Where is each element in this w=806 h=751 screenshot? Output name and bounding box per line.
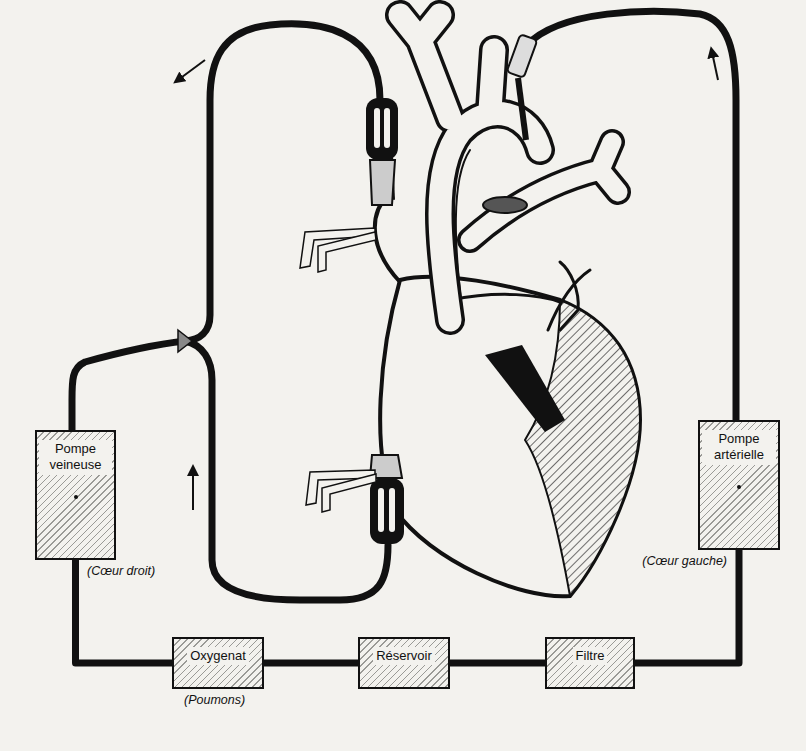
pump-box: Pompe veineuse(Cœur droit): [35, 430, 116, 560]
flow-arrow: [178, 60, 205, 80]
process-box: Réservoir: [358, 637, 450, 689]
flow-arrow: [192, 470, 194, 510]
tie-tapes: [300, 228, 376, 512]
flow-arrow: [712, 52, 718, 80]
tube-connector: [635, 550, 739, 663]
tubing: [72, 11, 736, 600]
tube-connector: [264, 660, 358, 667]
venous-y-branch: [72, 341, 185, 430]
left-ventricle-hatch: [525, 300, 640, 596]
box-label: Pompe veineuse: [39, 440, 112, 475]
process-box: Oxygenat(Poumons): [172, 637, 264, 689]
venous-cannula: [370, 455, 404, 544]
arterial-cannula: [507, 34, 538, 140]
venous-cannula: [366, 98, 398, 205]
box-label: Oxygenat: [187, 647, 249, 665]
tube-connector: [76, 560, 173, 663]
lower-venous-tube: [185, 341, 388, 600]
organ-label: (Cœur droit): [85, 564, 157, 578]
atrial-groove: [450, 294, 560, 302]
right-atrium: [375, 195, 400, 282]
septum: [485, 345, 565, 432]
box-label: Filtre: [573, 647, 608, 665]
tube-connector: [450, 660, 545, 667]
process-box: Filtre: [545, 637, 635, 689]
upper-venous-tube: [185, 24, 380, 341]
y-connector: [178, 330, 192, 352]
pump-mark: [74, 495, 78, 499]
aorta: [400, 15, 540, 320]
pump-mark: [737, 485, 741, 489]
organ-label: (Poumons): [182, 693, 247, 707]
pulmonary-artery: [470, 142, 618, 330]
box-label: Réservoir: [373, 647, 435, 665]
ductus: [483, 197, 527, 213]
organ-label: (Cœur gauche): [640, 554, 729, 568]
box-label: Pompe artérielle: [702, 430, 776, 465]
heart-ventricles: [380, 277, 640, 597]
pump-box: Pompe artérielle(Cœur gauche): [698, 420, 780, 550]
